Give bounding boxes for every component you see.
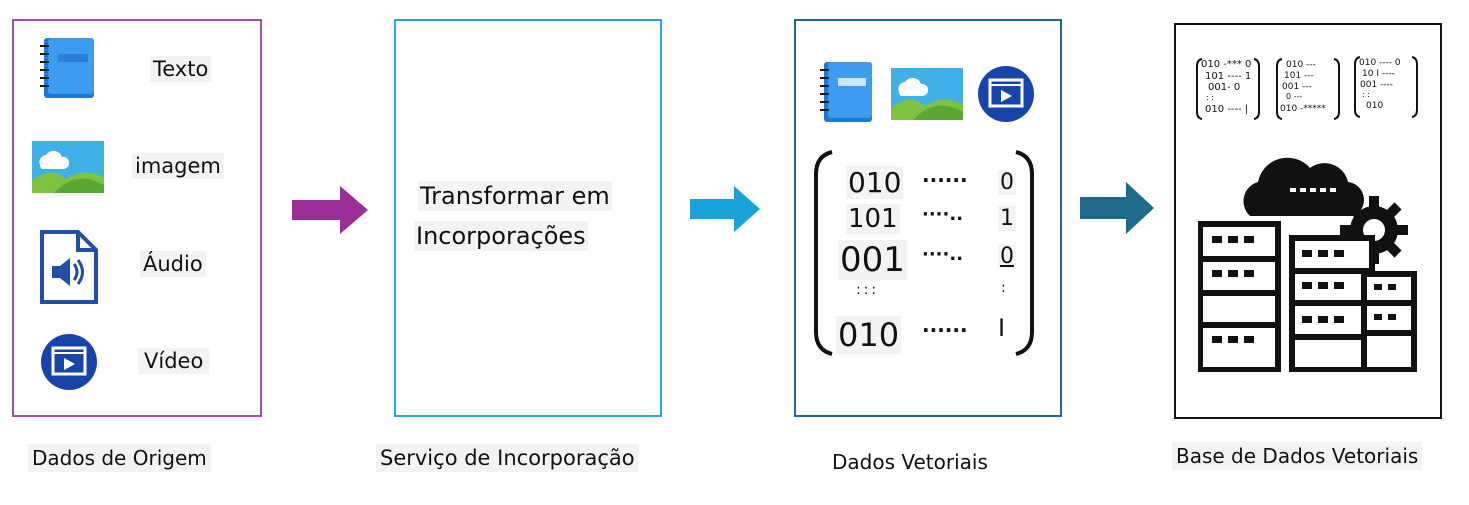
video-icon [40,333,98,391]
source-item-label: Vídeo [138,348,210,374]
source-data-box [12,19,262,417]
matrix-cell-right: 0 [998,244,1016,269]
service-caption: Serviço de Incorporação [376,444,639,472]
matrix-dots: ······ [922,318,968,342]
mini-matrix-row: 010 ---- 0 [1359,58,1401,68]
arrow-right-icon [690,186,760,232]
matrix-cell-left: 001 [838,240,907,280]
mini-matrix-row: : : [1206,93,1214,102]
mini-matrix-row: 10 I ---- [1362,69,1395,79]
mini-matrix: 010 -*** 0 101 ---- 1 001- 0 : : 010 ---… [1196,58,1260,120]
vector-database-box [1174,23,1442,419]
mini-matrix-row: 001- 0 [1208,82,1241,93]
arrow-right-icon [292,186,368,234]
mini-matrix-row: 010 -*** 0 [1201,59,1252,70]
database-caption: Base de Dados Vetoriais [1172,442,1423,470]
source-item-label: imagem [132,153,224,179]
service-text-line1: Transformar em [418,181,612,211]
vector-caption: Dados Vetoriais [828,448,992,476]
matrix-dots: ····.. [922,244,964,265]
mini-matrix-row: 001 --- [1282,82,1312,92]
matrix-cell-right: 1 [998,206,1016,231]
audio-file-icon [40,230,98,304]
vector-data-box [794,19,1062,417]
mini-matrix-row: 001 ---- [1360,80,1394,90]
image-icon [32,141,104,193]
matrix-dots: ······ [922,168,968,192]
mini-matrix-row: 101 ---- 1 [1205,71,1252,82]
matrix-cell-right: 0 [998,170,1016,195]
mini-matrix-row: 0 --- [1286,92,1303,101]
matrix-cell-left: 010 [846,166,904,199]
matrix-cell-right: I [998,314,1006,342]
image-icon [890,68,964,120]
notebook-icon [36,36,98,100]
matrix-cell-left: ::: [856,282,880,298]
matrix-left-bracket [812,150,834,356]
mini-matrix-row: 010 ---- | [1205,104,1249,115]
matrix-cell-right: : [1001,280,1006,296]
matrix-cell-left: 010 [836,316,902,354]
mini-matrix: 010 ---- 0 10 I ---- 001 ---- : : 010 [1354,56,1418,118]
mini-matrix-row: 010 [1366,101,1384,111]
mini-matrix-row: 010 -***** [1280,104,1326,114]
mini-matrix-row: 010 --- [1286,60,1316,70]
matrix-dots: ····.. [922,204,964,225]
embedding-service-box [394,19,662,417]
matrix-cell-left: 101 [846,204,900,234]
notebook-icon [816,60,874,124]
source-item-label: Áudio [140,251,206,277]
mini-matrix-row: 101 --- [1284,71,1314,81]
mini-matrix: 010 --- 101 --- 001 --- 0 --- 010 -***** [1276,58,1340,120]
video-icon [977,65,1035,123]
matrix-right-bracket [1014,150,1036,356]
source-caption: Dados de Origem [28,444,211,472]
database-server-icon [1198,150,1418,372]
arrow-right-icon [1080,182,1154,234]
service-text-line2: Incorporações [414,221,588,251]
source-item-label: Texto [150,56,212,82]
mini-matrix-row: : : [1362,90,1370,99]
